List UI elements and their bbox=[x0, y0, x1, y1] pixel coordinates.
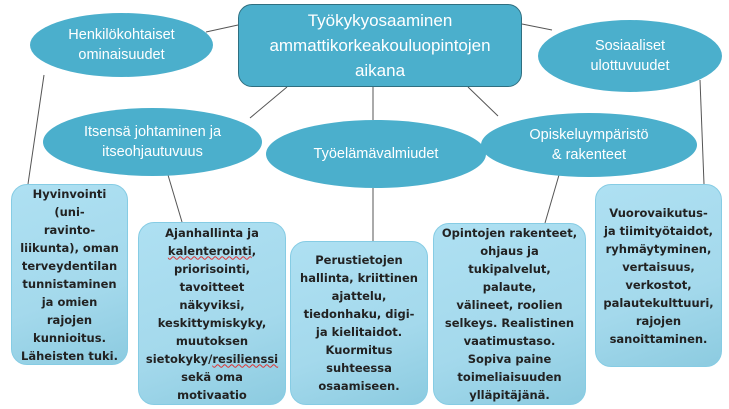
text-segment: resilienssi bbox=[212, 351, 279, 366]
detail-box-tyoelamavalmiudet: Perustietojen hallinta, kriittinen ajatt… bbox=[290, 241, 428, 405]
detail-box-opiskeluymparisto: Opintojen rakenteet, ohjaus ja tukipalve… bbox=[433, 223, 586, 405]
node-henkilokohtaiset: Henkilökohtaiset ominaisuudet bbox=[30, 13, 213, 77]
central-title: Työkykyosaaminen ammattikorkeakouluopint… bbox=[269, 11, 491, 80]
detail-box-sosiaaliset: Vuorovaikutus- ja tiimityötaidot, ryhmäy… bbox=[595, 184, 722, 367]
detail-text: Perustietojen hallinta, kriittinen ajatt… bbox=[300, 253, 418, 393]
detail-box-henkilokohtaiset: Hyvinvointi (uni- ravinto- liikunta), om… bbox=[11, 184, 128, 365]
node-label: Työelämävalmiudet bbox=[313, 146, 439, 162]
connector bbox=[205, 24, 239, 33]
node-label: Itsensä johtaminen ja itseohjautuvuus bbox=[83, 124, 222, 160]
text-segment: , priorisointi, tavoitteet näkyviksi, ke… bbox=[145, 243, 267, 366]
node-label: Henkilökohtaiset ominaisuudet bbox=[68, 27, 175, 63]
connector bbox=[699, 79, 705, 185]
connector bbox=[467, 86, 499, 117]
node-label: Sosiaaliset ulottuvuudet bbox=[590, 38, 670, 74]
detail-text: Vuorovaikutus- ja tiimityötaidot, ryhmäy… bbox=[603, 205, 714, 346]
connector bbox=[249, 86, 288, 119]
node-tyoelamavalmiudet: Työelämävalmiudet bbox=[266, 120, 486, 188]
node-opiskeluymparisto: Opiskeluympäristö & rakenteet bbox=[481, 113, 697, 177]
connector bbox=[167, 174, 183, 223]
text-segment: sekä oma motivaatio bbox=[177, 369, 247, 402]
node-label: Opiskeluympäristö & rakenteet bbox=[529, 127, 649, 163]
node-sosiaaliset: Sosiaaliset ulottuvuudet bbox=[538, 20, 722, 92]
detail-text: Ajanhallinta ja kalenterointi, priorisoi… bbox=[145, 224, 279, 404]
detail-text: Hyvinvointi (uni- ravinto- liikunta), om… bbox=[20, 186, 119, 363]
text-segment: Ajanhallinta ja bbox=[165, 225, 259, 240]
detail-box-itsensa-johtaminen: Ajanhallinta ja kalenterointi, priorisoi… bbox=[138, 222, 286, 405]
connector bbox=[521, 23, 553, 31]
connector bbox=[27, 74, 45, 185]
node-itsensa-johtaminen: Itsensä johtaminen ja itseohjautuvuus bbox=[43, 108, 262, 176]
central-node: Työkykyosaaminen ammattikorkeakouluopint… bbox=[238, 4, 522, 87]
connector bbox=[544, 174, 560, 224]
detail-text: Opintojen rakenteet, ohjaus ja tukipalve… bbox=[441, 226, 578, 402]
text-segment: kalenterointi bbox=[167, 243, 252, 258]
